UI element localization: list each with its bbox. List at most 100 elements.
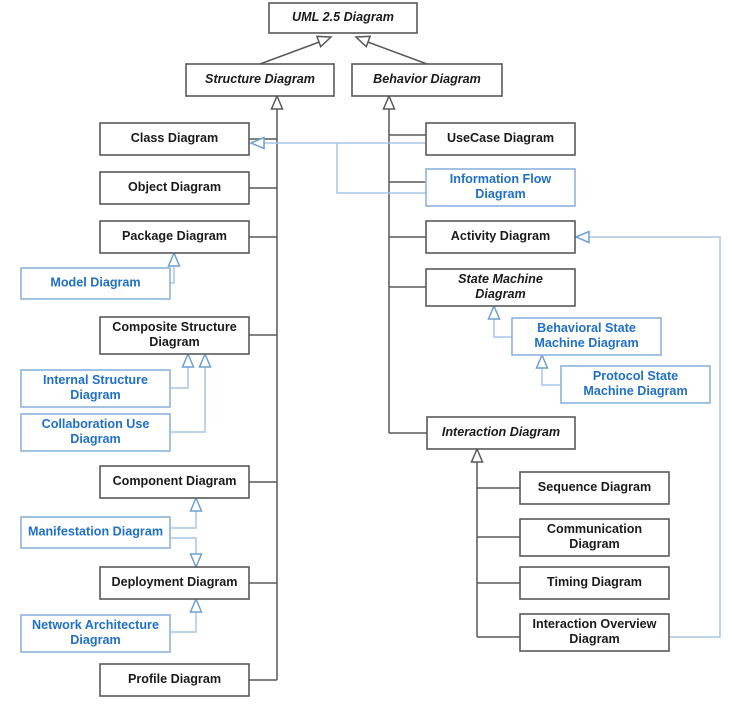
node-label: Object Diagram bbox=[128, 180, 221, 194]
edge-e-collab-comp bbox=[170, 352, 212, 433]
node-class[interactable]: Class Diagram bbox=[99, 122, 250, 156]
node-box[interactable] bbox=[99, 316, 250, 355]
edge-e-infoflow-class bbox=[336, 143, 426, 194]
node-box[interactable] bbox=[99, 220, 250, 254]
node-deployment[interactable]: Deployment Diagram bbox=[99, 566, 250, 600]
node-package[interactable]: Package Diagram bbox=[99, 220, 250, 254]
edge-line bbox=[170, 266, 175, 284]
node-box[interactable] bbox=[425, 220, 576, 254]
edge-e-manif-component bbox=[170, 496, 203, 529]
generalization-arrow-icon bbox=[189, 496, 203, 512]
generalization-arrow-icon bbox=[354, 35, 372, 49]
node-box[interactable] bbox=[99, 566, 250, 600]
node-label: Deployment Diagram bbox=[112, 575, 238, 589]
node-box[interactable] bbox=[425, 122, 576, 156]
node-box[interactable] bbox=[519, 471, 670, 505]
node-label: Structure Diagram bbox=[205, 72, 315, 86]
node-box[interactable] bbox=[426, 416, 576, 450]
node-component[interactable]: Component Diagram bbox=[99, 465, 250, 499]
node-box[interactable] bbox=[185, 63, 335, 97]
node-box[interactable] bbox=[20, 369, 171, 408]
node-box[interactable] bbox=[351, 63, 503, 97]
node-structure[interactable]: Structure Diagram bbox=[185, 63, 335, 97]
node-box[interactable] bbox=[20, 516, 171, 549]
edge-e-bsm-sm bbox=[487, 304, 512, 338]
edge-layer bbox=[167, 35, 721, 681]
node-manifestation[interactable]: Manifestation Diagram bbox=[20, 516, 171, 549]
node-activity[interactable]: Activity Diagram bbox=[425, 220, 576, 254]
edge-line bbox=[170, 511, 197, 529]
node-label: Component Diagram bbox=[113, 474, 237, 488]
edge-line bbox=[170, 612, 197, 633]
edge-e-manif-deploy bbox=[170, 537, 203, 569]
node-box[interactable] bbox=[519, 613, 670, 652]
node-box[interactable] bbox=[560, 365, 711, 404]
node-box[interactable] bbox=[511, 317, 662, 356]
generalization-arrow-icon bbox=[535, 353, 549, 369]
node-uml25[interactable]: UML 2.5 Diagram bbox=[268, 2, 418, 34]
node-profile[interactable]: Profile Diagram bbox=[99, 663, 250, 697]
node-label: Interaction Diagram bbox=[442, 425, 560, 439]
edge-line bbox=[259, 40, 323, 65]
node-box[interactable] bbox=[99, 122, 250, 156]
generalization-arrow-icon bbox=[315, 35, 333, 49]
node-box[interactable] bbox=[20, 413, 171, 452]
node-interaction[interactable]: Interaction Diagram bbox=[426, 416, 576, 450]
node-box[interactable] bbox=[20, 614, 171, 653]
node-behavior[interactable]: Behavior Diagram bbox=[351, 63, 503, 97]
node-label: Manifestation Diagram bbox=[28, 525, 163, 539]
node-usecase[interactable]: UseCase Diagram bbox=[425, 122, 576, 156]
node-sequence[interactable]: Sequence Diagram bbox=[519, 471, 670, 505]
node-object[interactable]: Object Diagram bbox=[99, 171, 250, 205]
node-label: Activity Diagram bbox=[451, 229, 550, 243]
node-box[interactable] bbox=[519, 518, 670, 557]
edge-line bbox=[170, 537, 197, 554]
node-label: UML 2.5 Diagram bbox=[292, 10, 394, 24]
generalization-arrow-icon bbox=[167, 251, 181, 267]
edge-line bbox=[170, 367, 206, 433]
edge-e-psm-bsm bbox=[535, 353, 561, 386]
edge-line bbox=[589, 236, 721, 638]
node-box[interactable] bbox=[20, 267, 171, 300]
generalization-arrow-icon bbox=[181, 352, 195, 368]
node-box[interactable] bbox=[425, 268, 576, 307]
edge-line bbox=[170, 367, 189, 389]
edge-e-spine-behavior bbox=[382, 94, 396, 433]
edge-e-model-package bbox=[167, 251, 181, 284]
edge-e-iov-activity bbox=[574, 230, 721, 638]
edge-line bbox=[493, 319, 512, 338]
node-box[interactable] bbox=[425, 168, 576, 207]
node-label: Profile Diagram bbox=[128, 672, 221, 686]
node-box[interactable] bbox=[519, 566, 670, 600]
node-timing[interactable]: Timing Diagram bbox=[519, 566, 670, 600]
generalization-arrow-icon bbox=[270, 94, 284, 110]
edge-line bbox=[336, 143, 426, 194]
node-box[interactable] bbox=[99, 465, 250, 499]
node-box[interactable] bbox=[99, 171, 250, 205]
edge-e-network-deploy bbox=[170, 597, 203, 633]
generalization-arrow-icon bbox=[382, 94, 396, 110]
node-label: Model Diagram bbox=[50, 276, 140, 290]
node-box[interactable] bbox=[99, 663, 250, 697]
node-box[interactable] bbox=[268, 2, 418, 34]
generalization-arrow-icon bbox=[189, 553, 203, 569]
node-label: Class Diagram bbox=[131, 131, 219, 145]
node-model[interactable]: Model Diagram bbox=[20, 267, 171, 300]
generalization-arrow-icon bbox=[470, 447, 484, 463]
generalization-arrow-icon bbox=[487, 304, 501, 320]
